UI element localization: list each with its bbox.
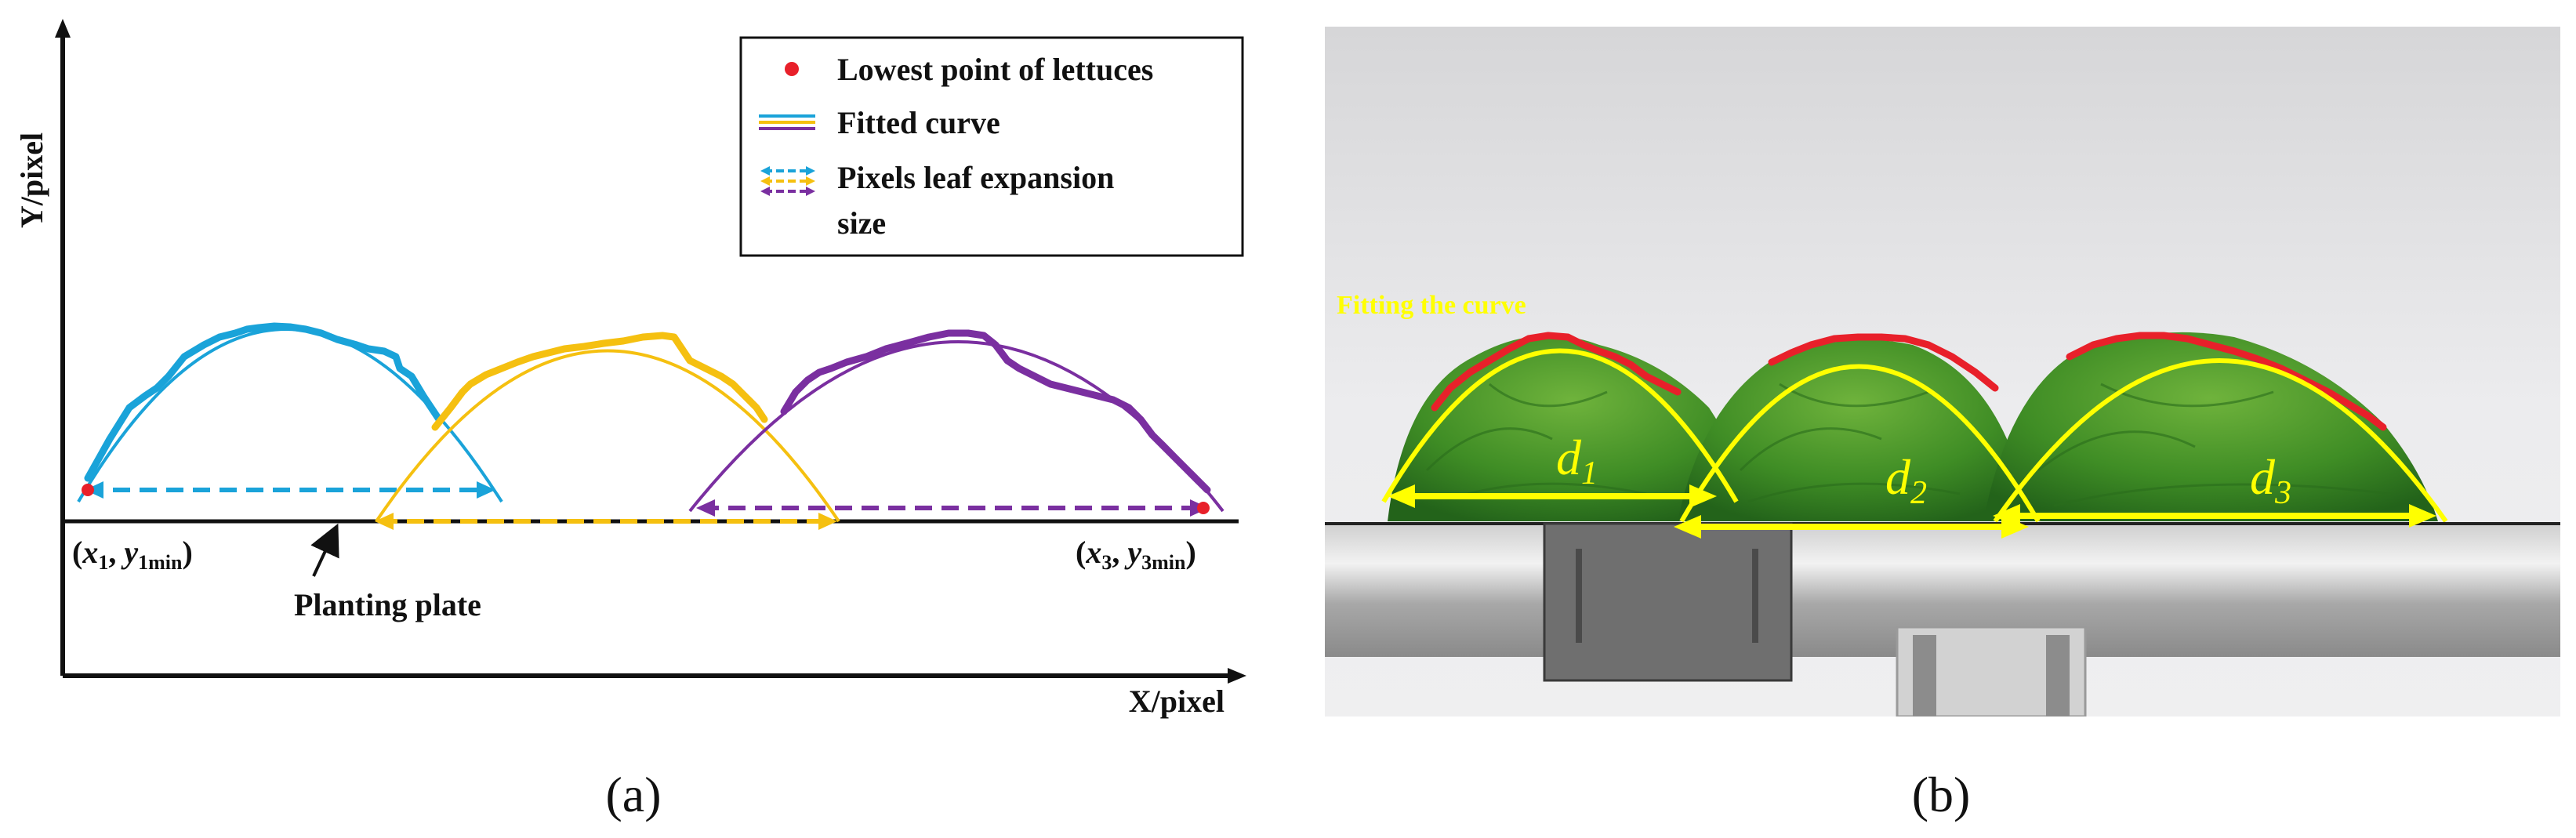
legend: Lowest point of lettuces Fitted curve Pi…	[739, 36, 1244, 257]
y-axis-label: Y/pixel	[14, 132, 49, 228]
planting-plate-pointer	[310, 523, 339, 577]
lettuce-2-profile	[375, 332, 840, 530]
lettuce-plant-3	[1983, 332, 2438, 521]
fitted-arc-1	[1381, 348, 1739, 503]
diameter-arrows	[1388, 484, 2436, 539]
rail-bracket	[1543, 522, 1793, 682]
diameter-label-3: d3	[2250, 449, 2291, 511]
x-axis-label: X/pixel	[1129, 684, 1225, 719]
arrowhead-right-2	[818, 513, 837, 530]
fitted-arc-3	[1993, 358, 2448, 523]
diameter-label-2: d2	[1885, 449, 1927, 511]
legend-marker-lowest-point	[785, 62, 799, 76]
panel-b-photo: d1 d2 d3 Fitting the curve (b)	[1325, 27, 2560, 822]
caption-b: (b)	[1912, 767, 1971, 822]
legend-label-expansion-line2: size	[837, 205, 886, 241]
lowest-point-marker-1	[82, 484, 94, 496]
y-axis-arrow-icon	[55, 19, 71, 38]
lowest-point-marker-3	[1197, 502, 1210, 514]
lettuce-contour-3	[780, 329, 1211, 494]
arrowhead-left-3	[696, 499, 715, 517]
fitted-arc-2	[1679, 364, 2041, 523]
coordinate-label-right: (x3, y3min)	[1076, 535, 1196, 574]
fitting-curve-label: Fitting the curve	[1337, 291, 1526, 320]
lettuce-plants	[1388, 332, 2438, 521]
legend-marker-expansion-arrow	[760, 166, 815, 196]
arrowhead-right-1	[477, 481, 495, 499]
legend-label-lowest-point: Lowest point of lettuces	[837, 52, 1153, 87]
fitted-curve-2	[375, 349, 840, 523]
arrowhead-left-2	[375, 513, 394, 530]
planting-plate-label: Planting plate	[294, 587, 481, 622]
legend-label-fitted-curve: Fitted curve	[837, 105, 1000, 140]
lettuce-1-profile	[77, 322, 503, 503]
panel-a: Y/pixel X/pixel	[14, 19, 1246, 822]
coordinate-label-left: (x1, y1min)	[72, 535, 193, 574]
legend-marker-fitted-curve	[759, 114, 815, 130]
lettuce-3-profile	[688, 329, 1225, 517]
x-axis-arrow-icon	[1228, 668, 1246, 684]
lowest-point-contours	[1431, 332, 2387, 431]
fitted-arcs	[1381, 348, 2448, 523]
lettuce-contour-2	[431, 332, 768, 431]
lettuce-contour-1	[84, 322, 443, 482]
legend-box	[739, 36, 1244, 257]
caption-a: (a)	[605, 767, 661, 822]
diameter-label-1: d1	[1556, 430, 1598, 492]
legend-label-expansion-line1: Pixels leaf expansion	[837, 160, 1114, 195]
